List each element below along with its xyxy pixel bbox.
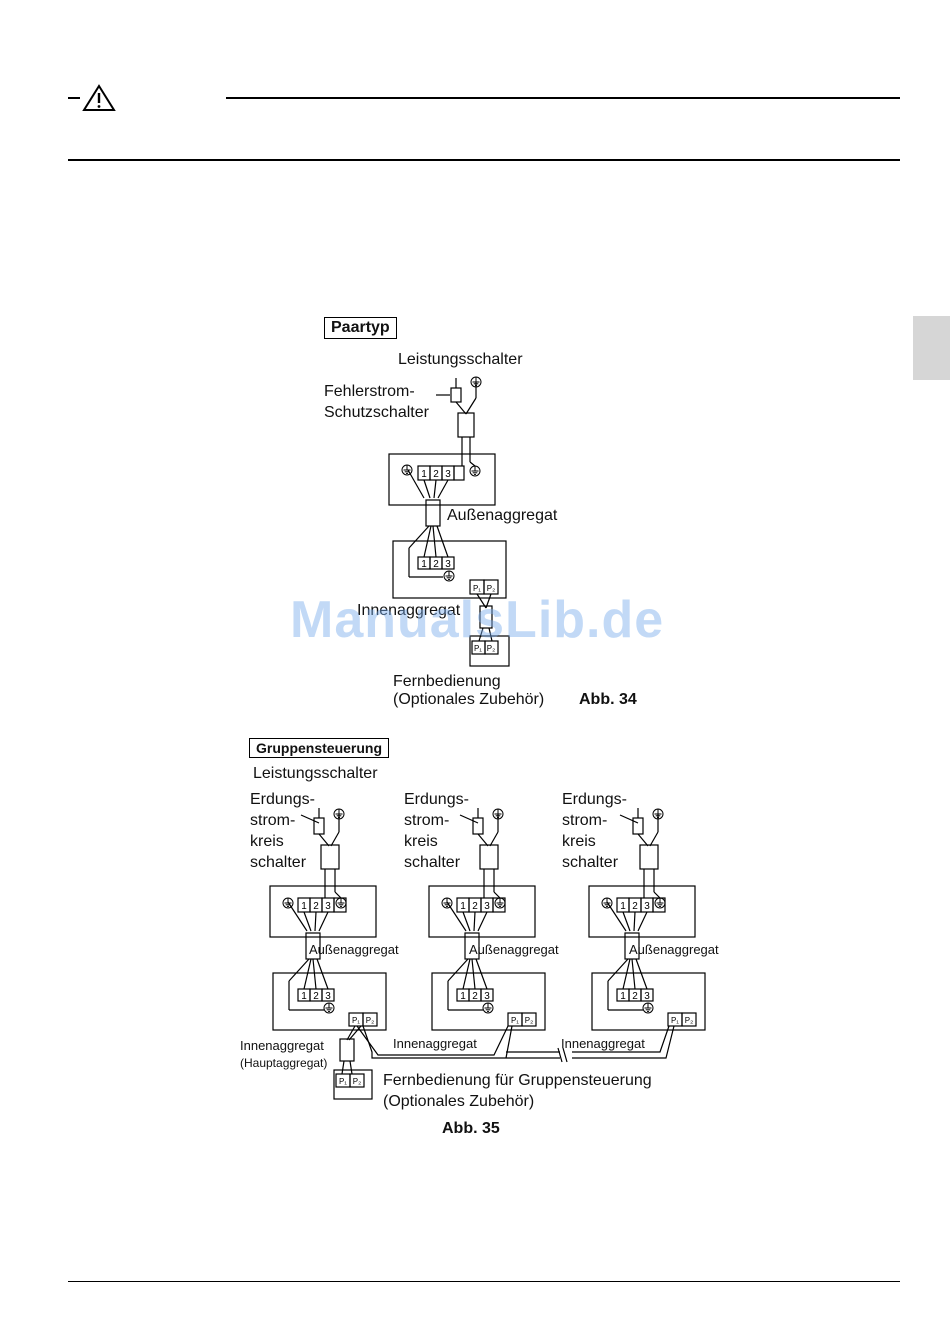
fig34-caption: Abb. 34 — [579, 691, 637, 708]
fig35-unit1-outdoor-label: Außenaggregat — [309, 942, 399, 957]
fig35-unit1-earth-label-4: schalter — [250, 854, 307, 871]
section-side-tab — [913, 316, 950, 380]
fig35-remote-terminal-p2: P₂ — [353, 1077, 361, 1086]
fig35-unit2-outdoor-label: Außenaggregat — [469, 942, 559, 957]
fig34-rcd-label-1: Fehlerstrom- — [324, 383, 415, 400]
fig34-outdoor-terminal-1: 1 — [421, 469, 427, 480]
warning-triangle-icon — [82, 84, 116, 111]
fig35-main-unit-label: (Hauptaggregat) — [240, 1056, 328, 1070]
fig34-indoor-unit-label: Innenaggregat — [357, 602, 461, 619]
fig35-unit3-outdoor-terminal-3: 3 — [644, 901, 650, 912]
fig35-unit3-earth-label-4: schalter — [562, 854, 619, 871]
section-rule — [68, 159, 900, 161]
watermark: ManualsLib.de — [290, 591, 665, 649]
fig35-unit1-terminal-p1: P₁ — [352, 1016, 360, 1025]
fig35-unit3-terminal-p2: P₂ — [685, 1016, 693, 1025]
fig35-unit1-outdoor-terminal-3: 3 — [325, 901, 331, 912]
fig35-unit1-earth-label-1: Erdungs- — [250, 791, 315, 808]
fig35-unit2-terminal-p2: P₂ — [525, 1016, 533, 1025]
fig35-unit2-earth-label-2: strom- — [404, 812, 450, 829]
fig35-unit3-outdoor-label: Außenaggregat — [629, 942, 719, 957]
fig35-circuit-breaker-label: Leistungsschalter — [253, 765, 378, 782]
fig35-unit3-indoor-terminal-3: 3 — [644, 991, 650, 1002]
fig35-unit1-terminal-p2: P₂ — [366, 1016, 374, 1025]
fig35-unit2-indoor-terminal-3: 3 — [484, 991, 490, 1002]
fig34-indoor-terminal-p2: P₂ — [487, 584, 495, 593]
fig34-circuit-breaker-label: Leistungsschalter — [398, 351, 523, 368]
fig35-remote-label-2: (Optionales Zubehör) — [383, 1093, 535, 1110]
fig34-indoor-terminal-3: 3 — [445, 559, 451, 570]
fig35-unit3-outdoor-terminal-1: 1 — [620, 901, 626, 912]
fig35-unit2-terminal-p1: P₁ — [511, 1016, 519, 1025]
fig35-unit3-indoor-label: Innenaggregat — [561, 1036, 645, 1051]
fig35-unit2-earth-label-4: schalter — [404, 854, 461, 871]
fig34-indoor-terminal-p1: P₁ — [473, 584, 481, 593]
fig35-unit3-earth-label-2: strom- — [562, 812, 608, 829]
fig35-unit3-earth-label-3: kreis — [562, 833, 596, 850]
fig34-title: Paartyp — [324, 317, 397, 339]
fig35-unit1-outdoor-terminal-2: 2 — [313, 901, 319, 912]
footer-rule — [68, 1281, 900, 1283]
header-rule-short — [68, 97, 80, 99]
fig35-unit2-earth-label-3: kreis — [404, 833, 438, 850]
fig35-unit3-earth-label-1: Erdungs- — [562, 791, 627, 808]
fig34-remote-terminal-p2: P₂ — [487, 644, 495, 653]
fig34-remote-terminal-p1: P₁ — [474, 644, 482, 653]
fig35-remote-label-1: Fernbedienung für Gruppensteuerung — [383, 1072, 652, 1089]
fig34-indoor-terminal-1: 1 — [421, 559, 427, 570]
fig35-unit2-outdoor-terminal-2: 2 — [472, 901, 478, 912]
fig35-unit2-indoor-terminal-2: 2 — [472, 991, 478, 1002]
fig34-outdoor-unit-label: Außenaggregat — [447, 507, 558, 524]
fig34-outdoor-terminal-3: 3 — [445, 469, 451, 480]
fig35-caption: Abb. 35 — [442, 1120, 500, 1137]
fig35-unit2-outdoor-terminal-1: 1 — [460, 901, 466, 912]
fig34-remote-label-2: (Optionales Zubehör) — [393, 691, 545, 708]
fig34-rcd-label-2: Schutzschalter — [324, 404, 429, 421]
fig35-unit1-outdoor-terminal-1: 1 — [301, 901, 307, 912]
fig35-unit1-earth-label-3: kreis — [250, 833, 284, 850]
fig35-unit1-earth-label-2: strom- — [250, 812, 296, 829]
fig35-unit1-indoor-terminal-1: 1 — [301, 991, 307, 1002]
fig35-unit1-indoor-terminal-2: 2 — [313, 991, 319, 1002]
fig35-unit2-earth-label-1: Erdungs- — [404, 791, 469, 808]
fig35-unit2-indoor-terminal-1: 1 — [460, 991, 466, 1002]
fig34-indoor-terminal-2: 2 — [433, 559, 439, 570]
fig35-unit3-indoor-terminal-1: 1 — [620, 991, 626, 1002]
fig35-unit1-indoor-terminal-3: 3 — [325, 991, 331, 1002]
fig35-title: Gruppensteuerung — [249, 738, 390, 758]
fig35-unit1-indoor-label: Innenaggregat — [240, 1038, 324, 1053]
fig35-remote-terminal-p1: P₁ — [339, 1077, 347, 1086]
fig35-unit2-indoor-label: Innenaggregat — [393, 1036, 477, 1051]
fig35-unit2-outdoor-terminal-3: 3 — [484, 901, 490, 912]
fig34-outdoor-terminal-2: 2 — [433, 469, 439, 480]
header-rule — [226, 97, 900, 99]
fig35-unit3-indoor-terminal-2: 2 — [632, 991, 638, 1002]
fig35-unit3-outdoor-terminal-2: 2 — [632, 901, 638, 912]
fig34-remote-label-1: Fernbedienung — [393, 673, 501, 690]
fig35-unit3-terminal-p1: P₁ — [671, 1016, 679, 1025]
